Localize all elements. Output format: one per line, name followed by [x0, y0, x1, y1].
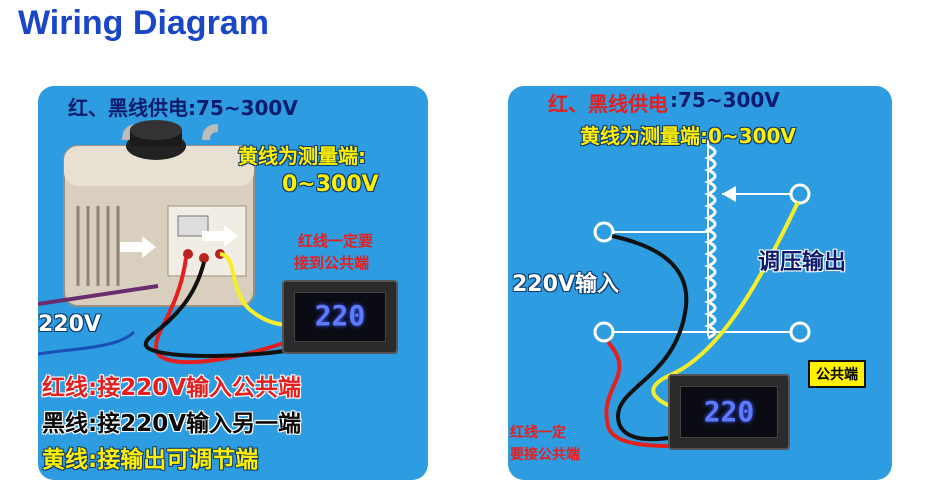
red-wire — [154, 257, 301, 365]
measure-range-label: 0~300V — [282, 172, 379, 197]
measure-terminal-label: 黄线为测量端: — [238, 144, 366, 168]
legend-yellow-wire: 黄线:接输出可调节端 — [42, 447, 259, 473]
variac-knob — [126, 120, 186, 160]
left-illustration — [38, 120, 301, 365]
power-cable-blue — [38, 330, 136, 356]
red-wire-note-2: 要接公共端 — [510, 447, 580, 463]
power-supply-label-a: 红、黑线供电 — [548, 92, 668, 116]
right-schematic — [593, 140, 811, 448]
red-wire-note-2: 接到公共端 — [294, 254, 370, 272]
legend-black-wire: 黑线:接220V输入另一端 — [42, 411, 302, 437]
black-wire — [143, 261, 301, 358]
power-supply-label: 红、黑线供电:75~300V — [68, 96, 298, 120]
power-supply-label-b: :75~300V — [670, 88, 780, 112]
measure-terminal-label: 黄线为测量端:0~300V — [580, 124, 796, 148]
terminal-input-bottom — [593, 321, 615, 343]
power-cable-purple — [38, 284, 159, 306]
red-wire-note-1: 红线一定 — [510, 425, 566, 441]
red-wire — [604, 340, 671, 448]
left-wiring-panel: 红、黑线供电:75~300V 黄线为测量端: 0~300V 红线一定要 接到公共… — [38, 86, 428, 480]
common-terminal-tag: 公共端 — [808, 360, 866, 388]
terminal-output-bottom — [789, 321, 811, 343]
input-label: 220V输入 — [512, 272, 619, 297]
right-arrow-pointer — [202, 225, 238, 247]
left-meter-reading: 220 — [314, 299, 366, 332]
right-schematic-panel: 红、黑线供电 :75~300V 黄线为测量端:0~300V 调压输出 220V输… — [508, 86, 892, 480]
terminal-output-top — [789, 183, 811, 205]
red-wire-note-1: 红线一定要 — [298, 232, 374, 250]
right-meter-reading: 220 — [703, 395, 755, 428]
right-voltmeter: 220 — [668, 374, 790, 450]
left-voltmeter: 220 — [282, 280, 398, 354]
black-wire — [611, 234, 689, 442]
yellow-wire — [651, 201, 800, 408]
output-label: 调压输出 — [758, 250, 847, 275]
tap-arrow — [722, 186, 736, 202]
coil-winding — [704, 144, 717, 340]
page-title: Wiring Diagram — [18, 4, 269, 42]
legend-red-wire: 红线:接220V输入公共端 — [42, 375, 302, 401]
left-arrow-pointer — [120, 236, 156, 258]
terminal-input-top — [593, 221, 615, 243]
input-voltage-label: 220V — [38, 312, 101, 337]
